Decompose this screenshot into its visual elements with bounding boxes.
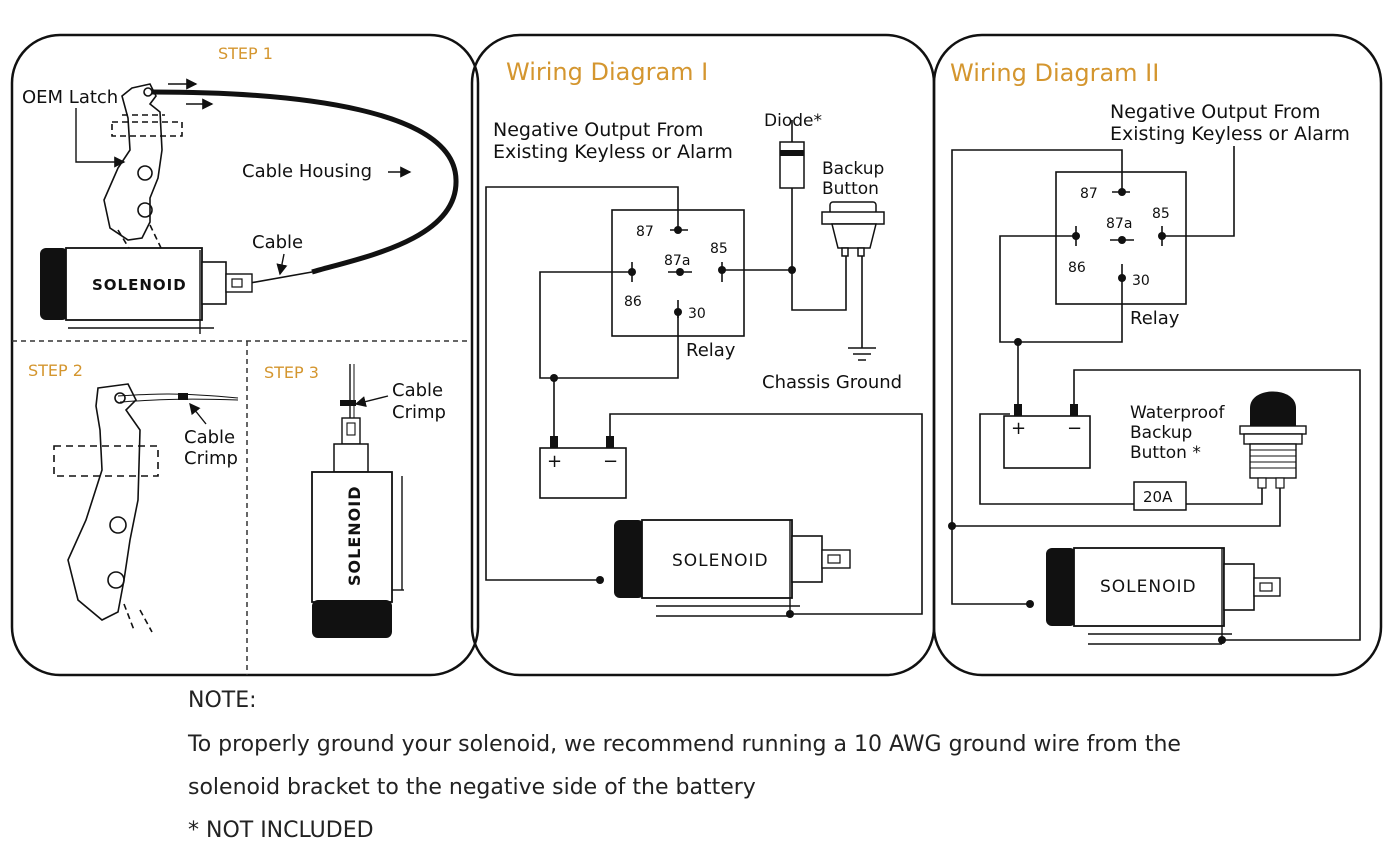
diagram1-backup-label-2: Button bbox=[822, 179, 879, 199]
relay-1-label: Relay bbox=[686, 340, 736, 361]
relay-2-pin30: 30 bbox=[1132, 273, 1150, 289]
relay-1-pin30: 30 bbox=[688, 306, 706, 322]
diagram1-neg-output-1: Negative Output From bbox=[493, 119, 703, 141]
steps-panel: STEP 1 OEM Latch Cable Housing Cable bbox=[10, 33, 480, 677]
wiring-diagram-figure: STEP 1 OEM Latch Cable Housing Cable bbox=[10, 33, 1383, 677]
cable-crimp-label-step3-1: Cable bbox=[392, 380, 443, 401]
diagram1-nodes bbox=[550, 226, 796, 618]
battery-1-plus: + bbox=[547, 451, 562, 472]
waterproof-button-icon bbox=[1239, 391, 1307, 489]
solenoid-text-diagram2: SOLENOID bbox=[1100, 577, 1197, 597]
diagram1-backup-label-1: Backup bbox=[822, 159, 884, 179]
step3-label: STEP 3 bbox=[264, 363, 319, 382]
relay-2-pin85: 85 bbox=[1152, 206, 1170, 222]
diagram2-neg-output-1: Negative Output From bbox=[1110, 101, 1320, 123]
oem-latch-label: OEM Latch bbox=[22, 87, 118, 108]
relay-2-pin87a: 87a bbox=[1106, 216, 1132, 232]
cable-housing-label: Cable Housing bbox=[242, 161, 372, 182]
battery-icon-1 bbox=[539, 436, 627, 499]
chassis-ground-label: Chassis Ground bbox=[762, 372, 902, 393]
cable-crimp-label-step2-1: Cable bbox=[184, 427, 235, 448]
relay-2 bbox=[1055, 171, 1187, 305]
fuse-label: 20A bbox=[1143, 488, 1173, 506]
cable-housing bbox=[151, 89, 459, 275]
battery-2-plus: + bbox=[1011, 418, 1026, 439]
oem-latch-icon bbox=[103, 83, 183, 251]
solenoid-text-diagram1: SOLENOID bbox=[672, 551, 769, 571]
note-not-included: * NOT INCLUDED bbox=[188, 818, 374, 843]
note-heading: NOTE: bbox=[188, 688, 257, 713]
relay-1-pin87: 87 bbox=[636, 224, 654, 240]
relay-2-pin87: 87 bbox=[1080, 186, 1098, 202]
step2-label: STEP 2 bbox=[28, 361, 83, 380]
step1-label: STEP 1 bbox=[218, 44, 273, 63]
wiring-diagram-2: Wiring Diagram II Negative Output From E… bbox=[932, 33, 1383, 677]
relay-2-label: Relay bbox=[1130, 308, 1180, 329]
solenoid-icon-step1 bbox=[40, 247, 253, 334]
diode-icon bbox=[779, 141, 805, 189]
note-line2: solenoid bracket to the negative side of… bbox=[188, 775, 756, 800]
wiring-diagram-1: Wiring Diagram I Negative Output From Ex… bbox=[470, 33, 936, 677]
battery-2-minus: − bbox=[1067, 418, 1082, 439]
relay-1-pin85: 85 bbox=[710, 241, 728, 257]
solenoid-text-step3: SOLENOID bbox=[345, 486, 364, 586]
cable-crimp-label-step2-2: Crimp bbox=[184, 448, 238, 469]
solenoid-icon-step3 bbox=[311, 364, 404, 638]
relay-1-pin86: 86 bbox=[624, 294, 642, 310]
waterproof-label-2: Backup bbox=[1130, 423, 1192, 443]
battery-icon-2 bbox=[1003, 404, 1091, 469]
waterproof-label-1: Waterproof bbox=[1130, 403, 1225, 423]
diagram1-diode-label: Diode* bbox=[764, 111, 822, 131]
backup-button-icon bbox=[821, 201, 885, 257]
solenoid-text-step1: SOLENOID bbox=[92, 276, 187, 294]
latch-icon-step2 bbox=[53, 383, 239, 633]
waterproof-label-3: Button * bbox=[1130, 443, 1201, 463]
solenoid-icon-diagram2 bbox=[1046, 547, 1281, 645]
diagram2-wires bbox=[951, 146, 1361, 641]
diagram1-neg-output-2: Existing Keyless or Alarm bbox=[493, 141, 733, 163]
diagram2-neg-output-2: Existing Keyless or Alarm bbox=[1110, 123, 1350, 145]
diagram2-nodes bbox=[948, 188, 1226, 644]
diagram1-title: Wiring Diagram I bbox=[506, 58, 708, 86]
cable-label: Cable bbox=[252, 232, 303, 253]
chassis-ground-icon bbox=[848, 347, 876, 361]
relay-1-pin87a: 87a bbox=[664, 253, 690, 269]
solenoid-icon-diagram1 bbox=[614, 519, 851, 617]
fuse-20a bbox=[1133, 481, 1187, 511]
diagram2-title: Wiring Diagram II bbox=[950, 59, 1159, 87]
battery-1-minus: − bbox=[603, 451, 618, 472]
relay-2-pin86: 86 bbox=[1068, 260, 1086, 276]
cable-crimp-label-step3-2: Crimp bbox=[392, 402, 446, 423]
note-line1: To properly ground your solenoid, we rec… bbox=[188, 732, 1181, 757]
